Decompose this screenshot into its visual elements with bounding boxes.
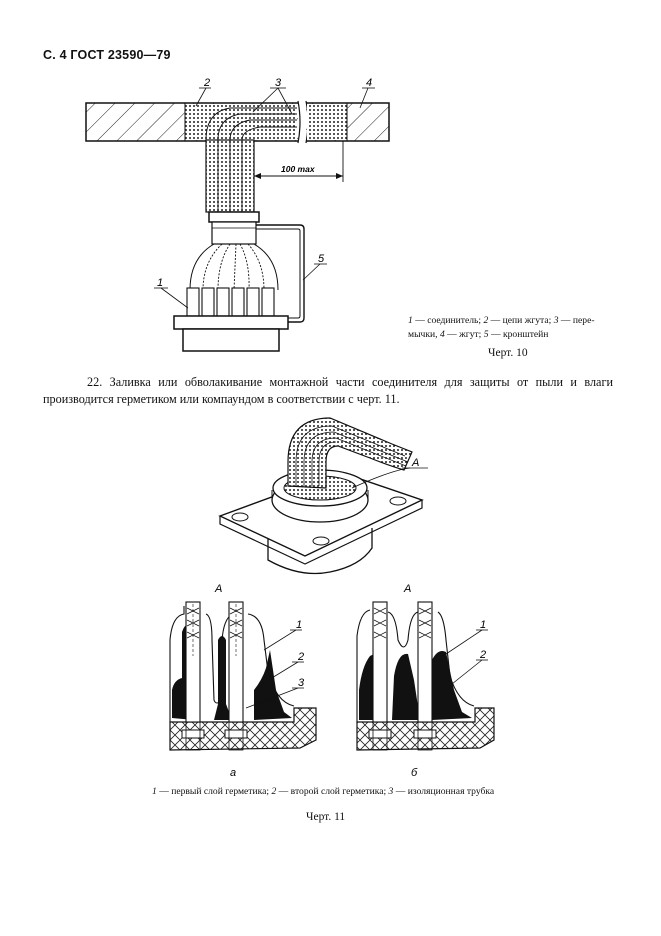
paragraph-22: 22. Заливка или обволакивание монтажной … [43,374,613,408]
callout-1: 1 [157,277,163,289]
paragraph-line-1: 22. Заливка или обволакивание монтажной … [87,375,613,389]
figure-10-caption: Черт. 10 [488,347,528,359]
page-header: С. 4 ГОСТ 23590—79 [43,48,171,62]
paragraph-line-2: производится герметиком или компаундом в… [43,392,400,406]
legend-num: 2 [271,786,277,797]
detail-a-callout-2: 2 [297,651,304,663]
callout-5: 5 [318,253,325,265]
harness-clamp [208,211,260,245]
callout-3: 3 [275,77,282,89]
detail-a-drawing [169,601,317,751]
callout-4: 4 [366,77,372,89]
legend-num: 3 [388,786,394,797]
detail-a-callout-1: 1 [296,619,302,631]
legend-text: — жгут; [444,329,484,340]
legend-num: 2 [483,315,489,326]
wire-chains [205,107,297,213]
detail-b-view-label: А [403,583,411,595]
detail-a-callout-3: 3 [298,677,305,689]
detail-b-subcaption: б [411,767,418,779]
fan-wires [189,243,279,291]
dimension-label: 100 max [281,164,316,174]
legend-num: 4 [439,329,445,340]
legend-text: — пере- [558,315,595,326]
detail-b-callout-2: 2 [479,649,486,661]
detail-b-drawing [356,601,495,751]
legend-text: — соединитель; [412,315,484,326]
legend-num: 5 [483,329,489,340]
legend-text: — кронштейн [488,329,549,340]
view-label-a: А [411,457,419,469]
legend-num: 1 [408,315,413,326]
figure-10-legend: 1 — соединитель; 2 — цепи жгута; 3 — пер… [408,314,613,342]
connector-isometric-view [218,417,428,575]
figure-11-legend: 1 — первый слой герметика; 2 — второй сл… [152,786,494,797]
detail-a-view-label: А [214,583,222,595]
connector [173,315,289,352]
legend-text: — изоляционная трубка [393,786,495,797]
dimension-100max [254,141,344,182]
legend-num: 1 [152,786,157,797]
figure-11-caption: Черт. 11 [306,811,346,823]
detail-b-callout-1: 1 [480,619,486,631]
legend-text: — первый слой герметика; [156,786,272,797]
connector-contacts [186,287,275,317]
bracket [256,224,305,323]
legend-text: — второй слой герметика; [276,786,389,797]
legend-text: — цепи жгута; [488,315,554,326]
legend-num: 3 [553,315,559,326]
callout-2: 2 [203,77,210,89]
harness-bundle [85,100,390,144]
figure-10-callouts [154,87,375,309]
legend-text: мычки, [408,329,440,340]
detail-a-subcaption: а [230,767,236,779]
